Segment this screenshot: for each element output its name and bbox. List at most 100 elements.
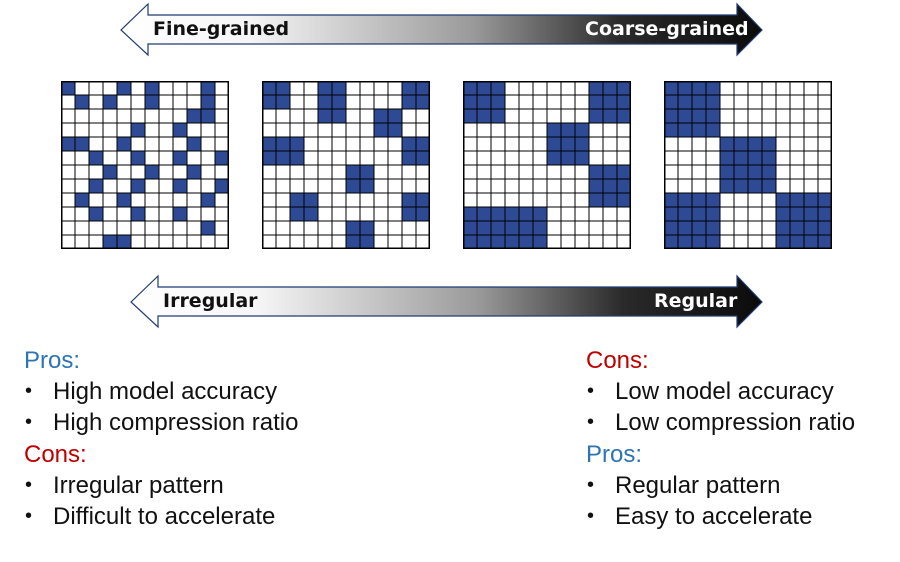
filled-cell [748, 179, 762, 193]
filled-cell [346, 165, 360, 179]
filled-cell [561, 123, 575, 137]
filled-cell [818, 235, 832, 249]
filled-cell [692, 235, 706, 249]
filled-cell [692, 95, 706, 109]
filled-cell [187, 109, 201, 123]
filled-cell [720, 151, 734, 165]
filled-cell [477, 95, 491, 109]
filled-cell [617, 179, 631, 193]
filled-cell [290, 207, 304, 221]
filled-cell [706, 123, 720, 137]
filled-cell [706, 81, 720, 95]
filled-cell [664, 235, 678, 249]
filled-cell [360, 235, 374, 249]
pros-list: High model accuracy High compression rat… [24, 376, 298, 439]
grid-regular-blocks [664, 81, 832, 249]
filled-cell [533, 221, 547, 235]
filled-cell [201, 193, 215, 207]
fine-grained-matrix [61, 81, 229, 249]
filled-cell [603, 165, 617, 179]
filled-cell [75, 95, 89, 109]
filled-cell [173, 179, 187, 193]
filled-cell [131, 123, 145, 137]
filled-cell [402, 95, 416, 109]
filled-cell [720, 179, 734, 193]
filled-cell [262, 151, 276, 165]
filled-cell [706, 193, 720, 207]
filled-cell [561, 137, 575, 151]
filled-cell [762, 137, 776, 151]
filled-cell [463, 81, 477, 95]
filled-cell [332, 95, 346, 109]
filled-cell [533, 207, 547, 221]
filled-cell [463, 95, 477, 109]
filled-cell [804, 207, 818, 221]
filled-cell [603, 109, 617, 123]
filled-cell [276, 151, 290, 165]
filled-cell [776, 235, 790, 249]
filled-cell [491, 221, 505, 235]
filled-cell [575, 137, 589, 151]
filled-cell [463, 207, 477, 221]
filled-cell [804, 235, 818, 249]
filled-cell [706, 95, 720, 109]
filled-cell [89, 179, 103, 193]
filled-cell [402, 137, 416, 151]
filled-cell [491, 235, 505, 249]
filled-cell [262, 137, 276, 151]
filled-cell [706, 109, 720, 123]
filled-cell [477, 235, 491, 249]
filled-cell [477, 81, 491, 95]
filled-cell [561, 151, 575, 165]
filled-cell [89, 151, 103, 165]
filled-cell [402, 193, 416, 207]
filled-cell [706, 221, 720, 235]
filled-cell [290, 193, 304, 207]
filled-cell [804, 193, 818, 207]
filled-cell [201, 95, 215, 109]
cons-heading: Cons: [24, 440, 87, 468]
filled-cell [304, 207, 318, 221]
filled-cell [117, 235, 131, 249]
list-item: Difficult to accelerate [24, 501, 298, 532]
filled-cell [589, 179, 603, 193]
filled-cell [103, 95, 117, 109]
filled-cell [318, 95, 332, 109]
filled-cell [776, 221, 790, 235]
filled-cell [692, 123, 706, 137]
filled-cell [790, 193, 804, 207]
filled-cell [692, 109, 706, 123]
filled-cell [290, 151, 304, 165]
filled-cell [262, 81, 276, 95]
filled-cell [290, 137, 304, 151]
filled-cell [664, 193, 678, 207]
list-item: Regular pattern [586, 470, 855, 501]
coarse-grained-summary: Cons: Low model accuracy Low compression… [586, 345, 855, 532]
filled-cell [304, 193, 318, 207]
filled-cell [145, 165, 159, 179]
filled-cell [734, 137, 748, 151]
list-item: High compression ratio [24, 407, 298, 438]
filled-cell [589, 109, 603, 123]
medium-grained-matrix [262, 81, 430, 249]
filled-cell [617, 81, 631, 95]
list-item: High model accuracy [24, 376, 298, 407]
filled-cell [117, 137, 131, 151]
filled-cell [748, 151, 762, 165]
list-item: Low model accuracy [586, 376, 855, 407]
filled-cell [131, 207, 145, 221]
filled-cell [103, 235, 117, 249]
filled-cell [215, 151, 229, 165]
filled-cell [117, 193, 131, 207]
filled-cell [402, 151, 416, 165]
regular-blocks-matrix [664, 81, 832, 249]
filled-cell [131, 179, 145, 193]
filled-cell [416, 95, 430, 109]
pros-heading: Pros: [586, 440, 643, 468]
filled-cell [201, 221, 215, 235]
filled-cell [706, 235, 720, 249]
filled-cell [748, 137, 762, 151]
filled-cell [173, 207, 187, 221]
filled-cell [75, 193, 89, 207]
regular-label: Regular [654, 290, 738, 312]
